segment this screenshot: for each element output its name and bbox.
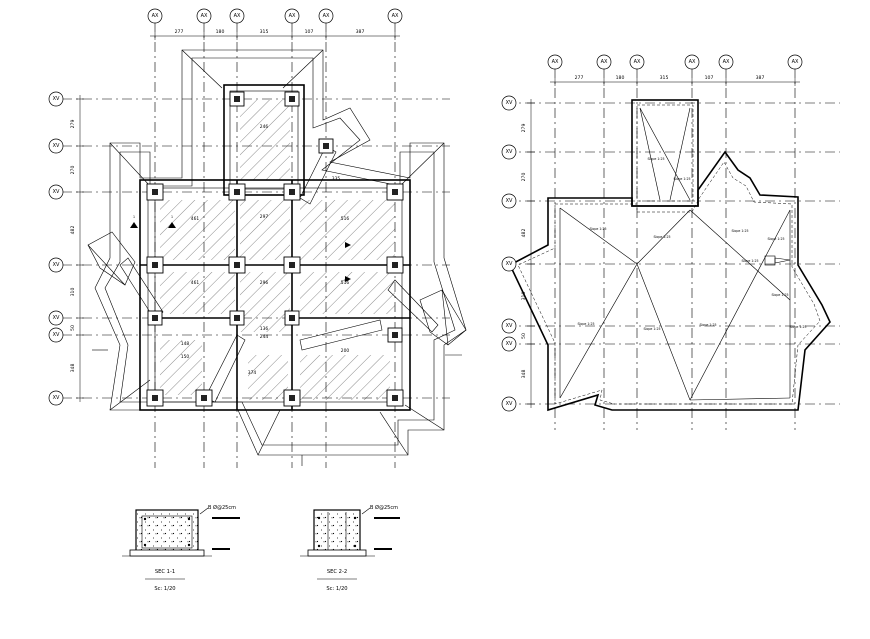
left-room-label-5: 461 <box>191 280 200 286</box>
right-side-dim-6: 348 <box>521 370 527 379</box>
right-grid-label-top-3: AX <box>634 59 641 65</box>
right-grid-label-side-1: XV <box>506 100 513 106</box>
left-side-dim-1: 279 <box>70 120 76 129</box>
right-side-dim-5: 50 <box>521 333 527 339</box>
left-room-label-11: 335 <box>332 176 341 182</box>
left-room-label-9: 374 <box>248 370 257 376</box>
right-grid-label-top-1: AX <box>552 59 559 65</box>
slope-label-4: Slope 1:25 <box>767 237 784 241</box>
slope-label-8: Slope 1:25 <box>643 327 660 331</box>
left-room-label-8: 244 <box>260 334 269 340</box>
left-side-dim-4: 310 <box>70 288 76 297</box>
left-grid-label-top-3: AX <box>234 13 241 19</box>
left-room-label-2: 461 <box>191 216 200 222</box>
slope-label-5: Slope 1:25 <box>741 259 758 263</box>
left-top-dim-4: 107 <box>305 29 314 35</box>
left-grid-label-side-3: XV <box>53 189 60 195</box>
section-2-scale: Sc: 1/20 <box>326 586 347 592</box>
left-column-tag-2: 1 <box>171 215 173 219</box>
right-grid-label-side-2: XV <box>506 149 513 155</box>
right-grid-label-top-5: AX <box>723 59 730 65</box>
left-grid-label-side-1: XV <box>53 96 60 102</box>
left-grid-label-top-2: AX <box>201 13 208 19</box>
slope-label-2: Slope 1:25 <box>653 235 670 239</box>
left-grid-label-top-5: AX <box>323 13 330 19</box>
right-top-dim-1: 277 <box>575 75 584 81</box>
left-top-dim-3: 315 <box>260 29 269 35</box>
left-side-dim-5: 50 <box>70 325 76 331</box>
left-room-label-12: 148 <box>181 341 190 347</box>
right-grid-label-top-4: AX <box>689 59 696 65</box>
left-room-label-4: 516 <box>341 216 350 222</box>
right-grid-label-side-6: XV <box>506 341 513 347</box>
right-top-dim-3: 315 <box>660 75 669 81</box>
slope-label-10: Slope 1:25 <box>789 325 806 329</box>
left-grid-bubbles-top: AX AX AX AX AX AX <box>147 8 403 24</box>
left-room-label-14: 150 <box>181 354 190 360</box>
slope-label-6: Slope 1:25 <box>771 293 788 297</box>
right-grid-label-side-4: XV <box>506 261 513 267</box>
right-grid-label-side-3: XV <box>506 198 513 204</box>
right-top-dim-4: 107 <box>705 75 714 81</box>
right-grid-bubbles-top: AX AX AX AX AX AX <box>547 54 803 70</box>
left-grid-label-top-1: AX <box>152 13 159 19</box>
section-1-rebar-note: B Ø@25cm <box>208 504 236 511</box>
left-room-label-1: 246 <box>260 124 269 130</box>
left-grid-label-side-2: XV <box>53 143 60 149</box>
slope-label-7: Slope 1:25 <box>577 322 594 326</box>
section-detail-1: B Ø@25cm SEC 1-1 Sc: 1/20 <box>122 504 240 592</box>
section-1-scale: Sc: 1/20 <box>154 586 175 592</box>
section-2-title: SEC 2-2 <box>327 569 347 575</box>
section-detail-2: B Ø@25cm SEC 2-2 Sc: 1/20 <box>300 504 400 592</box>
right-plan: 277 180 315 107 387 279 270 482 310 50 3… <box>501 54 840 430</box>
slope-label-1: Slope 1:25 <box>589 227 606 231</box>
left-grid-label-top-6: AX <box>392 13 399 19</box>
right-side-dim-2: 270 <box>521 173 527 182</box>
right-side-dim-3: 482 <box>521 229 527 238</box>
left-side-dim-6: 348 <box>70 364 76 373</box>
right-grid-label-top-2: AX <box>601 59 608 65</box>
left-grid-label-top-4: AX <box>289 13 296 19</box>
left-room-label-6: 296 <box>260 280 269 286</box>
right-grid-label-top-6: AX <box>792 59 799 65</box>
left-grid-label-side-4: XV <box>53 262 60 268</box>
left-room-label-13: 200 <box>341 348 350 354</box>
slope-label-12: Slope 1:25 <box>673 177 690 181</box>
slope-label-9: Slope 1:25 <box>699 323 716 327</box>
left-grid-label-side-7: XV <box>53 395 60 401</box>
section-1-title: SEC 1-1 <box>155 569 175 575</box>
left-side-dim-2: 270 <box>70 166 76 175</box>
right-top-dim-2: 180 <box>616 75 625 81</box>
left-side-dim-3: 482 <box>70 226 76 235</box>
left-room-label-7: 516 <box>341 280 350 286</box>
left-room-label-10: 136 <box>260 326 269 332</box>
right-grid-bubbles-side: XV XV XV XV XV XV XV <box>501 95 517 412</box>
left-top-dim-5: 387 <box>356 29 365 35</box>
right-side-dim-1: 279 <box>521 124 527 133</box>
left-plan: 277 180 315 107 387 279 270 482 310 50 3… <box>48 8 467 468</box>
left-top-dim-2: 180 <box>216 29 225 35</box>
left-grid-label-side-6: XV <box>53 332 60 338</box>
left-grid-bubbles-side: XV XV XV XV XV XV XV <box>48 91 64 406</box>
left-room-label-3: 297 <box>260 214 269 220</box>
right-top-dim-5: 387 <box>756 75 765 81</box>
left-grid-label-side-5: XV <box>53 315 60 321</box>
right-grid-label-side-7: XV <box>506 401 513 407</box>
left-column-tag-1: 1 <box>133 215 135 219</box>
slope-label-11: Slope 1:25 <box>647 157 664 161</box>
section-2-rebar-note: B Ø@25cm <box>370 504 398 511</box>
left-top-dim-1: 277 <box>175 29 184 35</box>
slope-label-3: Slope 1:25 <box>731 229 748 233</box>
right-grid-label-side-5: XV <box>506 323 513 329</box>
column-grid <box>146 91 404 407</box>
